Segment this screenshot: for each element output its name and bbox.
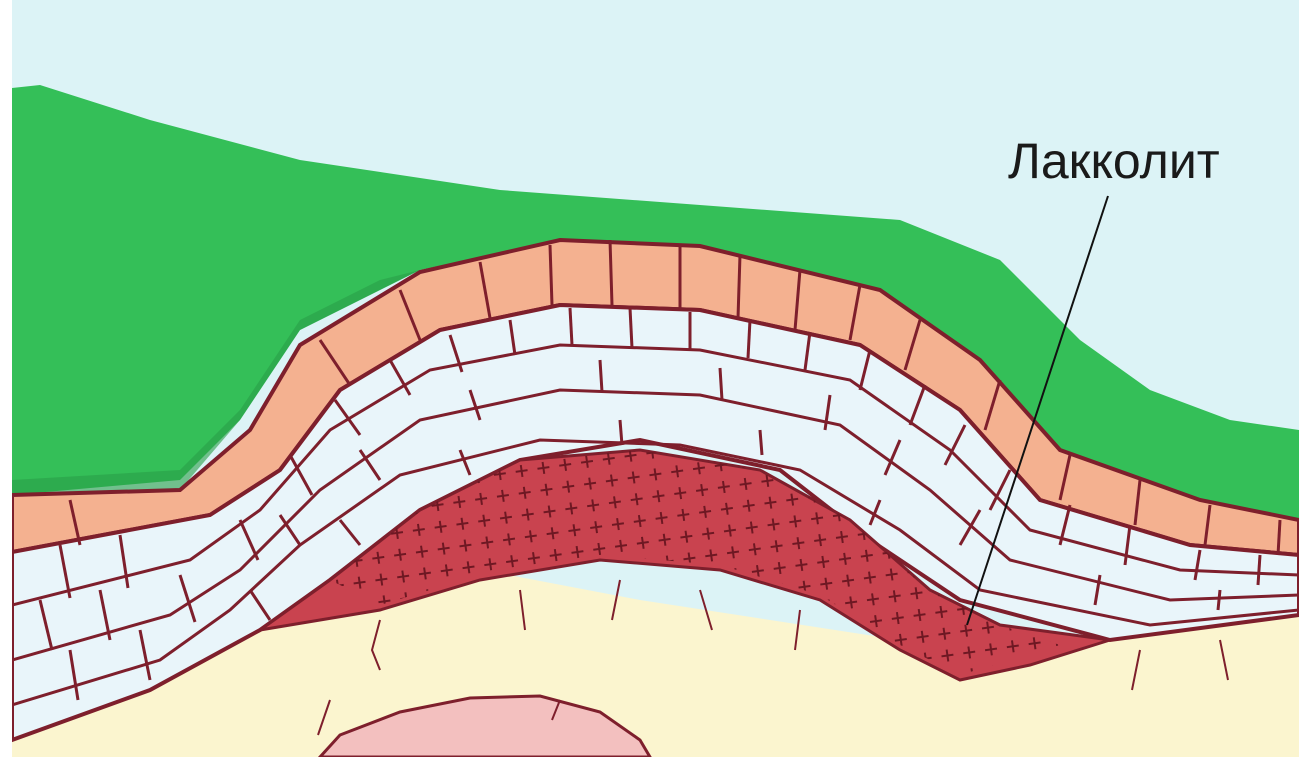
laccolith-label: Лакколит [1008,133,1220,189]
left-frame-margin [0,0,12,757]
